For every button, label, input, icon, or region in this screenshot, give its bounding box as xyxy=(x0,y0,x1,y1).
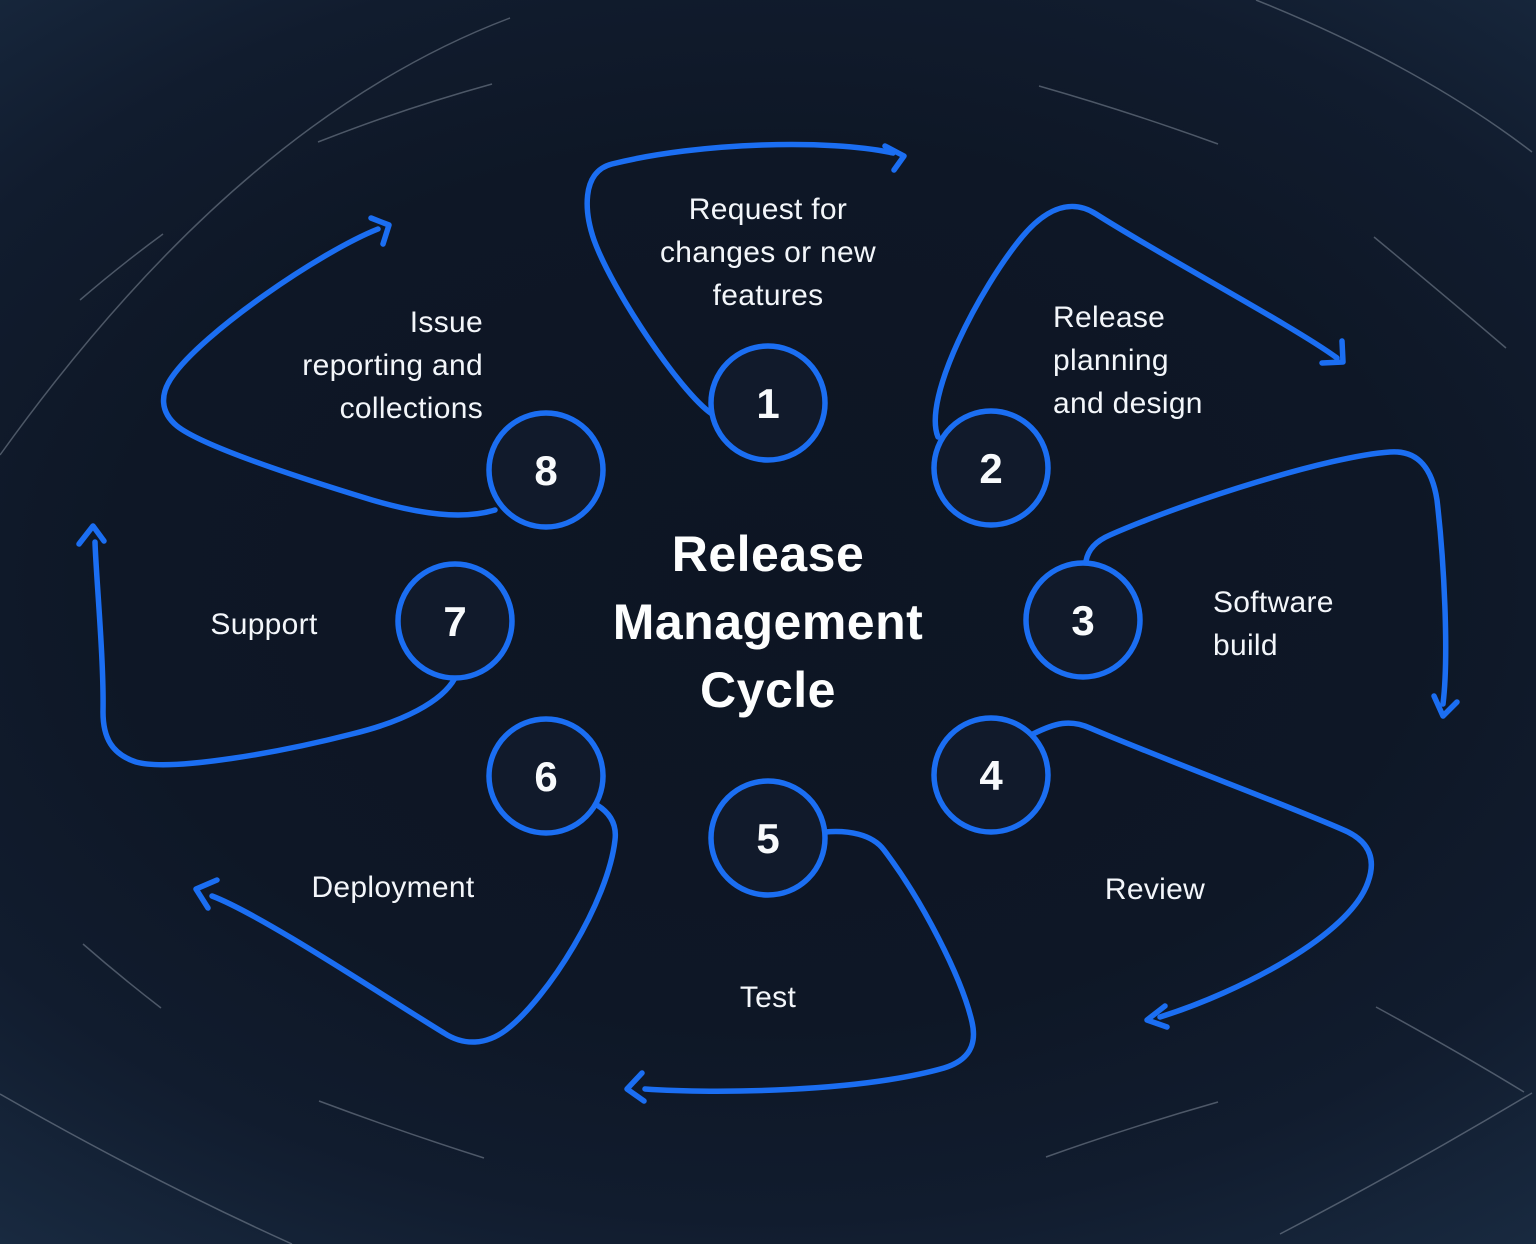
step-2-label: Release planning and design xyxy=(1053,301,1203,420)
diagram-title: Release Management Cycle xyxy=(612,526,924,718)
step-6-number: 6 xyxy=(534,753,557,800)
arrow-step3-to-step4 xyxy=(1083,449,1460,719)
step-8-number: 8 xyxy=(534,447,557,494)
arrow-step4-to-step5 xyxy=(1030,720,1375,1030)
step-5-label: Test xyxy=(739,981,797,1014)
step-6-label: Deployment xyxy=(311,871,475,904)
step-5-number: 5 xyxy=(756,815,779,862)
step-4-number: 4 xyxy=(979,752,1003,799)
step-3-label: Software build xyxy=(1213,586,1334,662)
step-4-circle xyxy=(931,715,1051,835)
arrow-step7-to-step8 xyxy=(76,523,458,768)
step-7-label: Support xyxy=(210,608,318,641)
arrow-step1-to-step2 xyxy=(584,141,907,417)
step-1-label: Request for changes or new features xyxy=(659,193,876,312)
step-7-number: 7 xyxy=(443,598,466,645)
step-3-circle xyxy=(1023,560,1143,680)
step-2-circle xyxy=(931,408,1051,528)
step-7-circle xyxy=(395,561,515,681)
step-4-label: Review xyxy=(1104,873,1206,906)
step-2-number: 2 xyxy=(979,445,1002,492)
step-3-number: 3 xyxy=(1071,597,1094,644)
step-5-circle xyxy=(708,778,828,898)
arrow-step2-to-step3 xyxy=(932,203,1346,440)
arrow-step6-to-step7 xyxy=(193,802,619,1045)
step-6-circle xyxy=(486,716,606,836)
arrow-step5-to-step6 xyxy=(624,828,977,1104)
step-8-circle xyxy=(486,410,606,530)
step-8-label: Issue reporting and collections xyxy=(302,306,483,425)
step-1-number: 1 xyxy=(756,380,779,427)
arrow-step8-to-step1 xyxy=(160,215,498,518)
step-1-circle xyxy=(708,343,828,463)
